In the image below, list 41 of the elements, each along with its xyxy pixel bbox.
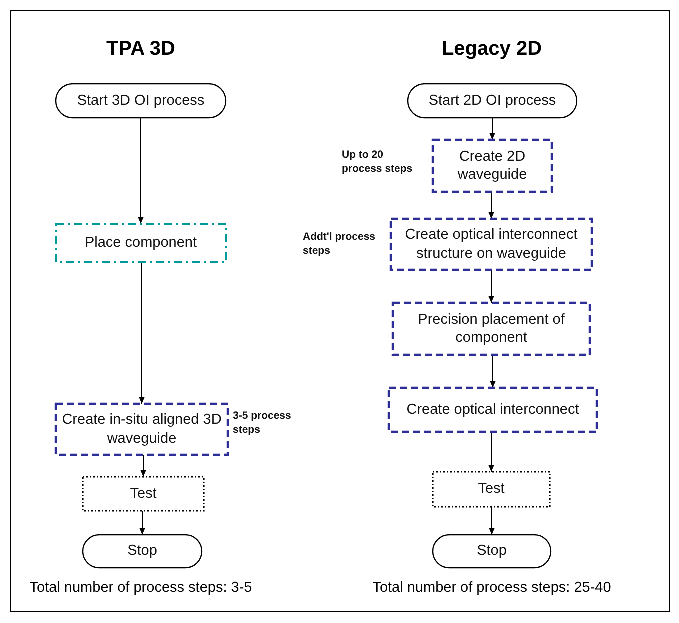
terminal-pill <box>433 535 551 568</box>
process-box <box>391 219 592 270</box>
process-box <box>433 140 552 192</box>
arrow <box>138 118 144 224</box>
process-box <box>83 477 204 511</box>
column-heading: TPA 3D <box>106 38 176 61</box>
process-box <box>56 224 226 262</box>
arrow <box>488 270 494 304</box>
process-box <box>56 404 228 455</box>
process-box <box>433 472 550 507</box>
arrow <box>490 354 496 388</box>
arrow <box>488 192 494 220</box>
node-label: Test <box>478 480 505 499</box>
total-steps-note: Total number of process steps: 25-40 <box>372 580 612 596</box>
arrow <box>140 510 146 536</box>
node-label: Create optical interconnect <box>406 400 580 420</box>
arrow <box>139 262 145 404</box>
node-label: Create in-situ aligned 3D waveguide <box>61 411 223 448</box>
terminal-pill <box>408 84 577 118</box>
process-box <box>393 303 590 355</box>
step-count-note: Up to 20 process steps <box>342 149 414 176</box>
node-label: Create 2D waveguide <box>456 148 528 184</box>
arrow <box>140 454 146 478</box>
arrow <box>488 432 494 472</box>
step-count-note: 3-5 process steps <box>233 410 292 438</box>
node-label: Start 3D OI process <box>77 92 205 110</box>
step-count-note: Addt'l process steps <box>303 231 377 258</box>
arrow <box>490 118 496 140</box>
terminal-pill <box>56 84 226 118</box>
node-label: Test <box>130 484 157 504</box>
process-box <box>389 388 597 432</box>
node-label: Create optical interconnect structure on waveguide <box>404 226 579 263</box>
node-label: Stop <box>128 542 158 561</box>
arrow <box>489 506 495 536</box>
terminal-pill <box>83 535 202 568</box>
node-label: Start 2D OI process <box>428 92 556 110</box>
node-label: Stop <box>477 542 507 561</box>
total-steps-note: Total number of process steps: 3-5 <box>30 580 252 596</box>
node-label: Place component <box>84 234 198 252</box>
node-label: Precision placement of component <box>417 310 566 348</box>
column-heading: Legacy 2D <box>442 38 542 61</box>
